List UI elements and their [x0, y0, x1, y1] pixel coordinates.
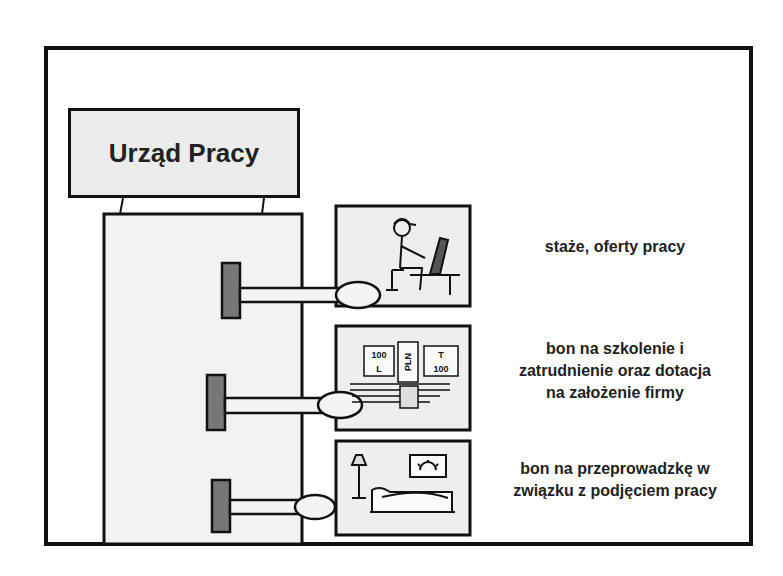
panels — [336, 206, 470, 535]
service-label: staże, oferty pracy — [520, 236, 710, 258]
voucher-illustration — [350, 342, 458, 408]
voucher-text: L — [366, 364, 392, 374]
service-label: bon na przeprowadzkę w związku z podjęci… — [505, 458, 725, 502]
door — [104, 214, 302, 544]
voucher-text: PLN — [403, 350, 413, 374]
voucher-text: 100 — [366, 350, 392, 360]
sign-leg — [262, 198, 264, 214]
person-at-computer — [386, 219, 460, 295]
voucher-text: 100 — [426, 364, 456, 374]
service-label: bon na szkolenie i zatrudnienie oraz dot… — [515, 338, 715, 404]
sign-text: Urząd Pracy — [109, 138, 259, 169]
frame — [46, 48, 751, 544]
sign-leg — [120, 198, 123, 214]
sign-box: Urząd Pracy — [68, 108, 300, 198]
handles — [207, 263, 380, 532]
voucher-text: T — [426, 350, 456, 360]
room-illustration — [352, 455, 455, 512]
